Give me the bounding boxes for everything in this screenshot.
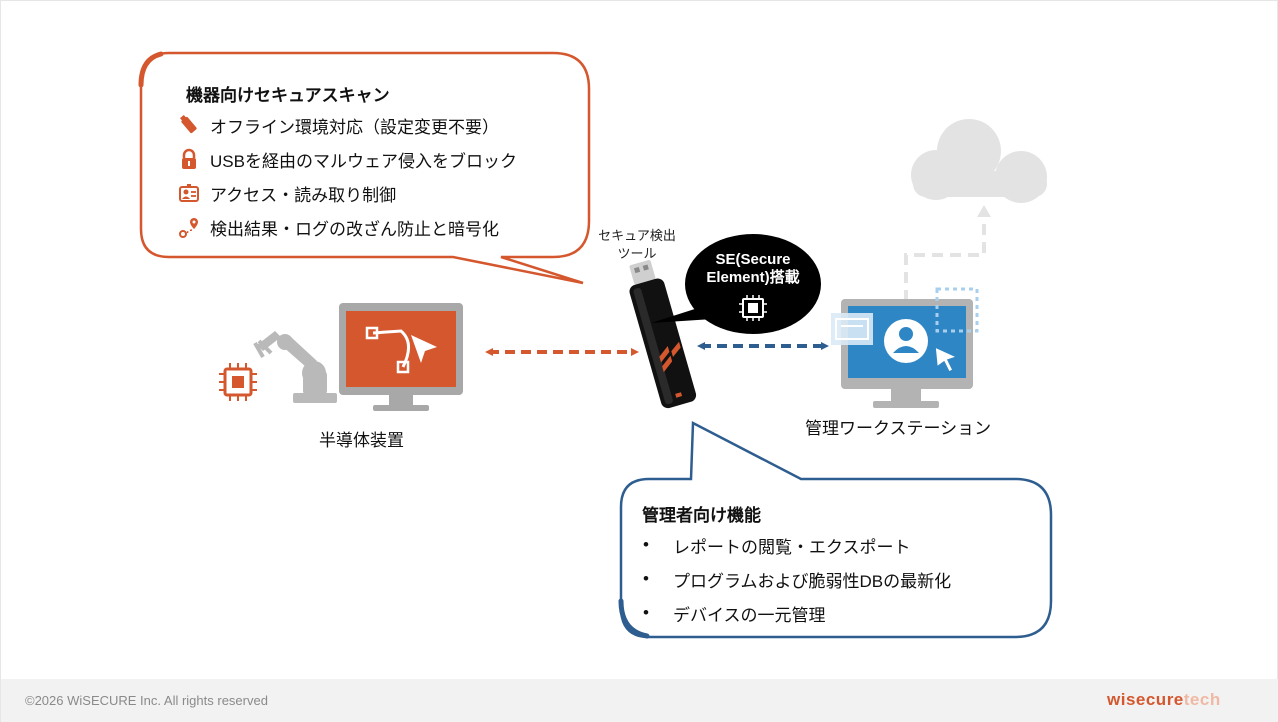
dotted-frame-icon (935, 287, 979, 333)
admin-item-label: レポートの閲覧・エクスポート (673, 537, 911, 557)
admin-item-label: デバイスの一元管理 (673, 605, 826, 625)
semiconductor-monitor (339, 303, 463, 411)
admin-item-update: • プログラムおよび脆弱性DBの最新化 (643, 567, 951, 591)
feature-item-tamper-proof: 検出結果・ログの改ざん防止と暗号化 (177, 215, 499, 239)
bullet-icon: • (643, 535, 649, 554)
bullet-icon: • (643, 569, 649, 588)
cloud-icon (911, 119, 1047, 203)
feature-bubble-title: 機器向けセキュアスキャン (186, 86, 390, 105)
se-chip-icon (739, 295, 767, 321)
bullet-icon: • (643, 603, 649, 622)
admin-bubble (618, 420, 1053, 639)
robot-arm-icon (253, 331, 337, 403)
logo-text-secondary: tech (1183, 690, 1221, 709)
user-profile-icon (884, 319, 928, 363)
admin-bubble-title: 管理者向け機能 (642, 506, 761, 525)
feature-item-label: 検出結果・ログの改ざん防止と暗号化 (210, 219, 499, 239)
admin-item-label: プログラムおよび脆弱性DBの最新化 (673, 571, 952, 591)
semiconductor-label: 半導体装置 (319, 431, 404, 450)
padlock-icon (177, 147, 201, 171)
chip-icon (219, 363, 257, 401)
footer (1, 679, 1278, 722)
route-pin-icon (177, 215, 201, 239)
usb-stick-icon (177, 113, 201, 137)
feature-item-label: オフライン環境対応（設定変更不要） (210, 117, 499, 137)
feature-item-label: USBを経由のマルウェア侵入をブロック (210, 151, 517, 171)
tool-label: セキュア検出ツール (598, 228, 676, 261)
se-label: SE(Secure Element)搭載 (706, 251, 800, 286)
admin-item-device-management: • デバイスの一元管理 (643, 601, 826, 625)
logo-text-primary: wisecure (1107, 690, 1184, 709)
cursor-icon (934, 345, 960, 374)
feature-item-label: アクセス・読み取り制御 (210, 185, 397, 205)
usb-security-tool (629, 260, 697, 409)
brand-logo: wisecuretech (1107, 690, 1221, 710)
vector-pen-icon (365, 326, 437, 374)
se-bubble (651, 234, 821, 334)
feature-item-malware-block: USBを経由のマルウェア侵入をブロック (177, 147, 517, 171)
feature-bubble (138, 51, 591, 285)
copyright-text: ©2026 WiSECURE Inc. All rights reserved (25, 693, 268, 708)
cloud-connector (904, 205, 991, 301)
admin-item-report: • レポートの閲覧・エクスポート (643, 533, 911, 557)
id-card-icon (177, 181, 201, 205)
workstation-label: 管理ワークステーション (805, 419, 992, 438)
feature-item-offline: オフライン環境対応（設定変更不要） (177, 113, 499, 137)
feature-item-access-control: アクセス・読み取り制御 (177, 181, 396, 205)
window-panel-icon (831, 313, 873, 345)
workstation-monitor (831, 287, 979, 408)
